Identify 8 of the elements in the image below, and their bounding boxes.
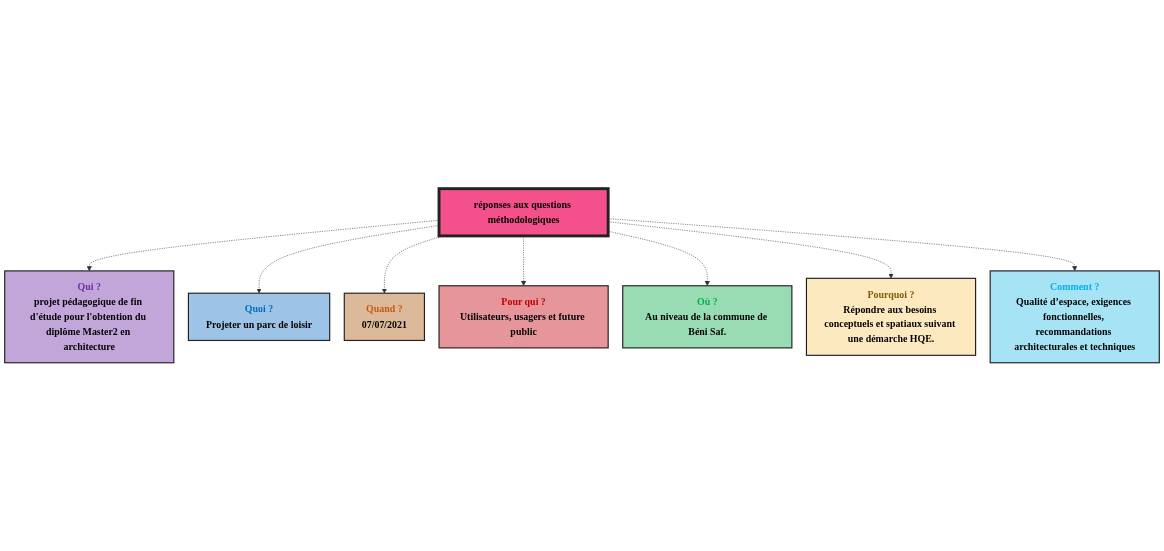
- node-box: Qui ? projet pédagogique de fin d'étude pour l'obtention du diplôme Master2 en architecture: [4, 270, 175, 364]
- node-box: Quoi ? Projeter un parc de loisir: [187, 292, 331, 341]
- node-box: Quand ? 07/07/2021: [343, 292, 426, 341]
- node-box: Pour qui ? Utilisateurs, usagers et future public: [438, 284, 609, 349]
- node-box: Où ? Au niveau de la commune de Béni Saf.: [622, 284, 793, 349]
- node-box: réponses aux questions méthodologiques: [437, 187, 610, 238]
- node-box: Pourquoi ? Répondre aux besoins conceptuels et spatiaux suivant une démarche HQE.: [805, 277, 977, 356]
- node-box: Comment ? Qualité d’espace, exigences fonctionnelles, recommandations architecturales et techniques: [989, 270, 1160, 364]
